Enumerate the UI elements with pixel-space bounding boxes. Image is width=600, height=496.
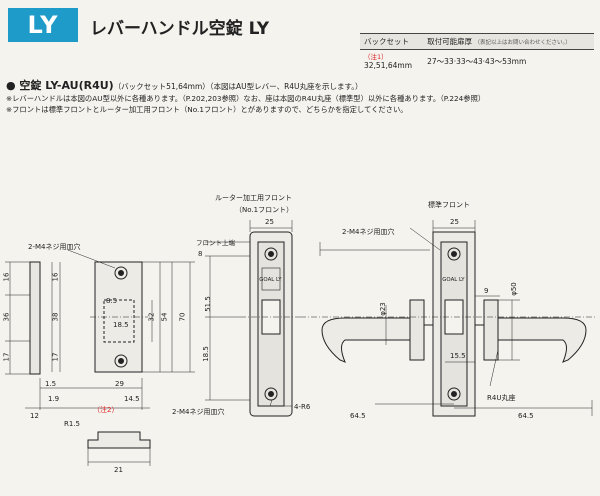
dim-32: 32 [147, 312, 156, 322]
dim-1-5: 1.5 [45, 380, 57, 388]
router-screw-top [264, 247, 278, 261]
screw-hole-label-left: 2-M4ネジ用皿穴 [28, 243, 81, 251]
dim-54: 54 [160, 312, 169, 322]
dim-51-5: 51.5 [203, 296, 212, 312]
dim-16-mid-top: 16 [51, 272, 60, 282]
spec-cell-door-thickness: 27〜33·33〜43·43〜53mm [427, 57, 527, 66]
dim-36: 36 [2, 312, 11, 322]
standard-front-logo: GOAL LY [442, 276, 465, 283]
spec-table: バックセット 取付可能扉厚 （表記以上はお問い合わせください。） （注1）32,… [360, 33, 594, 71]
dim-64-5-right: 64.5 [518, 412, 534, 420]
screw-hole-label-bottom: 2-M4ネジ用皿穴 [172, 408, 225, 416]
section-heading: ● 空錠 LY-AU(R4U)（バックセット51,64mm）（本図はAU型レバー… [6, 79, 363, 92]
screw-hole-label-right: 2-M4ネジ用皿穴 [342, 228, 395, 236]
rosette-label: R4U丸座 [487, 394, 516, 402]
dim-8-5: 8.5 [106, 297, 118, 305]
dim-17-left-bottom: 17 [2, 352, 11, 362]
dim-8: 8 [198, 250, 203, 258]
front-top-label: フロント上端 [196, 239, 235, 247]
spec-header-note: （表記以上はお問い合わせください。） [474, 40, 571, 46]
dim-15-5: 15.5 [450, 352, 466, 360]
note-1-mark: （注1） [364, 53, 388, 61]
dim-1-9: 1.9 [48, 395, 60, 403]
notes-block: ※レバーハンドルは本図のAU型以外に各種あります。（P.202,203参照）なお… [6, 93, 485, 115]
dim-38: 38 [51, 312, 60, 322]
router-screw-bottom [264, 387, 278, 401]
dim-17-mid-bottom: 17 [51, 352, 60, 362]
dim-29: 29 [115, 380, 124, 388]
dim-64-5-center: 64.5 [350, 412, 366, 420]
standard-screw-bottom [447, 387, 461, 401]
note-line: ※フロントは標準フロントとルーター加工用フロント（No.1フロント）とがあります… [6, 105, 408, 114]
spec-header-door-thickness: 取付可能扉厚 （表記以上はお問い合わせください。） [423, 33, 594, 50]
standard-front-label: 標準フロント [428, 201, 470, 209]
strike-backplate [29, 261, 41, 375]
router-front-logo: GOAL LY [259, 276, 282, 283]
dim-70: 70 [178, 312, 187, 322]
dim-21: 21 [114, 466, 123, 474]
dim-16-left-top: 16 [2, 272, 11, 282]
note-2-mark: （注2） [93, 406, 119, 414]
rosette-left [409, 299, 425, 361]
dim-12: 12 [30, 412, 39, 420]
dim-phi-23: φ23 [378, 302, 387, 316]
dim-18-5-center: 18.5 [201, 346, 210, 362]
dim-9: 9 [484, 287, 489, 295]
dim-25-standard: 25 [450, 218, 459, 226]
page-title: レバーハンドル空錠 LY [90, 19, 270, 39]
dim-25-router: 25 [265, 218, 274, 226]
dim-18-5-strike: 18.5 [113, 321, 129, 329]
spec-header-backset: バックセット [360, 33, 424, 50]
note-line: ※レバーハンドルは本図のAU型以外に各種あります。（P.202,203参照）なお… [6, 94, 486, 103]
router-front-label: ルーター加工用フロント [215, 194, 292, 202]
router-front-label-sub: （No.1フロント） [235, 206, 294, 214]
product-code-badge: LY [8, 8, 78, 42]
dim-phi-50: φ50 [509, 282, 518, 296]
spec-cell-backset: （注1）32,51,64mm [364, 53, 413, 70]
rosette-right [483, 299, 499, 361]
section-subtitle: （バックセット51,64mm）（本図はAU型レバー、R4U丸座を示します。） [113, 82, 363, 91]
lever-left [321, 317, 411, 363]
standard-screw-top [447, 247, 461, 261]
strike-screw-hole-bottom [114, 354, 128, 368]
r15-label: R1.5 [64, 420, 80, 428]
strike-latch-hole [103, 299, 135, 343]
r6-label: 4-R6 [294, 403, 311, 411]
strike-screw-hole-top [114, 266, 128, 280]
strike-box [87, 431, 151, 449]
lever-right [497, 317, 587, 363]
dim-14-5: 14.5 [124, 395, 140, 403]
